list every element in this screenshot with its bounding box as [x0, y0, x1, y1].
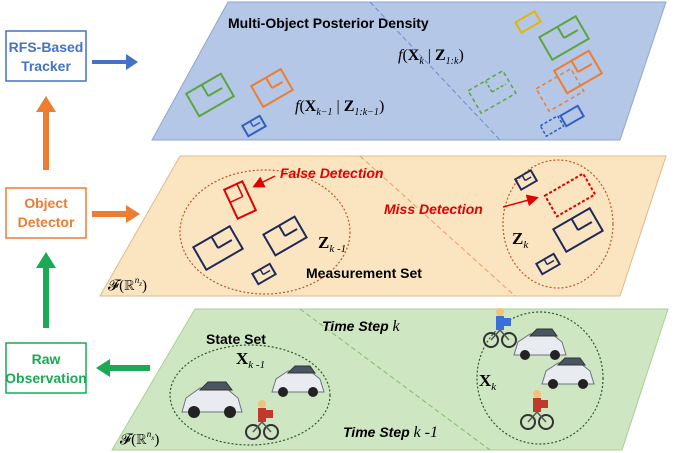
posterior-formula-k: f(Xk | Z1:k)	[398, 47, 464, 67]
observation-input-arrow	[96, 359, 150, 377]
state-set-label: State Set	[206, 331, 266, 347]
detector-output-arrow	[92, 205, 140, 223]
observation-label-line1: Raw	[32, 351, 61, 367]
detector-label-line2: Detector	[18, 214, 75, 230]
miss-detection-label: Miss Detection	[384, 201, 483, 217]
measurement-box-k-1	[513, 168, 539, 192]
observation-box	[5, 342, 87, 394]
observation-to-detector-arrow	[36, 252, 56, 328]
car-icon-k-top	[513, 328, 567, 360]
state-layer: State Set Time Step k Time Step k -1 Xk …	[111, 308, 669, 451]
tracker-label-line1: RFS-Based	[9, 39, 84, 55]
false-detection-arrow	[252, 175, 276, 188]
measurement-box-km1-2	[262, 215, 308, 257]
posterior-formula-km1: f(Xk−1 | Z1:k−1)	[295, 98, 384, 118]
observation-label-line2: Observation	[5, 370, 87, 386]
measurement-set-km1	[179, 169, 351, 295]
cyclist-icon-km1	[245, 400, 279, 440]
posterior-box-orange-left	[249, 67, 295, 109]
pipeline: RFS-Based Tracker Object Detector Raw Ob…	[5, 30, 150, 394]
posterior-box-green-right	[537, 14, 591, 62]
measurement-set-label: Measurement Set	[306, 265, 422, 281]
car-icon-km1-left	[181, 381, 243, 418]
posterior-box-blue-right	[558, 104, 586, 128]
x-km1-label: Xk -1	[236, 349, 265, 371]
measurement-box-k-3	[534, 252, 562, 276]
posterior-box-green-left	[184, 72, 236, 118]
posterior-density-layer: Multi-Object Posterior Density f(Xk | Z1…	[151, 1, 667, 141]
tracker-label-line2: Tracker	[21, 58, 71, 74]
z-k-label: Zk	[512, 229, 529, 251]
measurement-plane	[99, 155, 667, 297]
x-k-label: Xk	[479, 371, 497, 393]
measurement-set-k	[502, 159, 614, 289]
detector-box	[5, 187, 87, 239]
measurement-layer: False Detection Zk -1 Measurement Set	[99, 155, 667, 297]
cyclist-icon-k-top	[483, 308, 517, 348]
posterior-box-yellow	[514, 9, 542, 35]
time-step-k-label: Time Step k	[322, 318, 401, 335]
tracker-output-arrow	[92, 54, 138, 70]
posterior-box-blue-left	[240, 114, 268, 138]
false-detection-label: False Detection	[280, 165, 383, 181]
state-set-k	[476, 311, 604, 445]
state-set-km1	[169, 344, 331, 446]
detector-label-line1: Object	[24, 195, 68, 211]
detector-to-tracker-arrow	[36, 96, 56, 170]
posterior-title: Multi-Object Posterior Density	[228, 15, 429, 31]
state-space-label: 𝓕(ℝnx)	[120, 429, 159, 448]
measurement-box-k-2	[551, 206, 605, 254]
miss-detection-arrow	[502, 194, 539, 208]
posterior-plane	[151, 1, 667, 141]
car-icon-k-bottom	[541, 357, 595, 389]
cyclist-icon-k-bottom	[520, 390, 554, 430]
measurement-space-label: 𝓕(ℝnz)	[108, 275, 147, 294]
tracker-box	[5, 30, 87, 82]
measurement-box-km1-1	[191, 224, 245, 272]
false-detection-box	[222, 179, 258, 221]
measurement-box-km1-3	[250, 262, 278, 286]
measurement-divider	[359, 155, 516, 297]
posterior-box-orange-right	[552, 49, 604, 95]
time-step-km1-label: Time Step k -1	[343, 424, 438, 441]
z-km1-label: Zk -1	[318, 233, 346, 255]
car-icon-km1-right	[271, 365, 325, 397]
